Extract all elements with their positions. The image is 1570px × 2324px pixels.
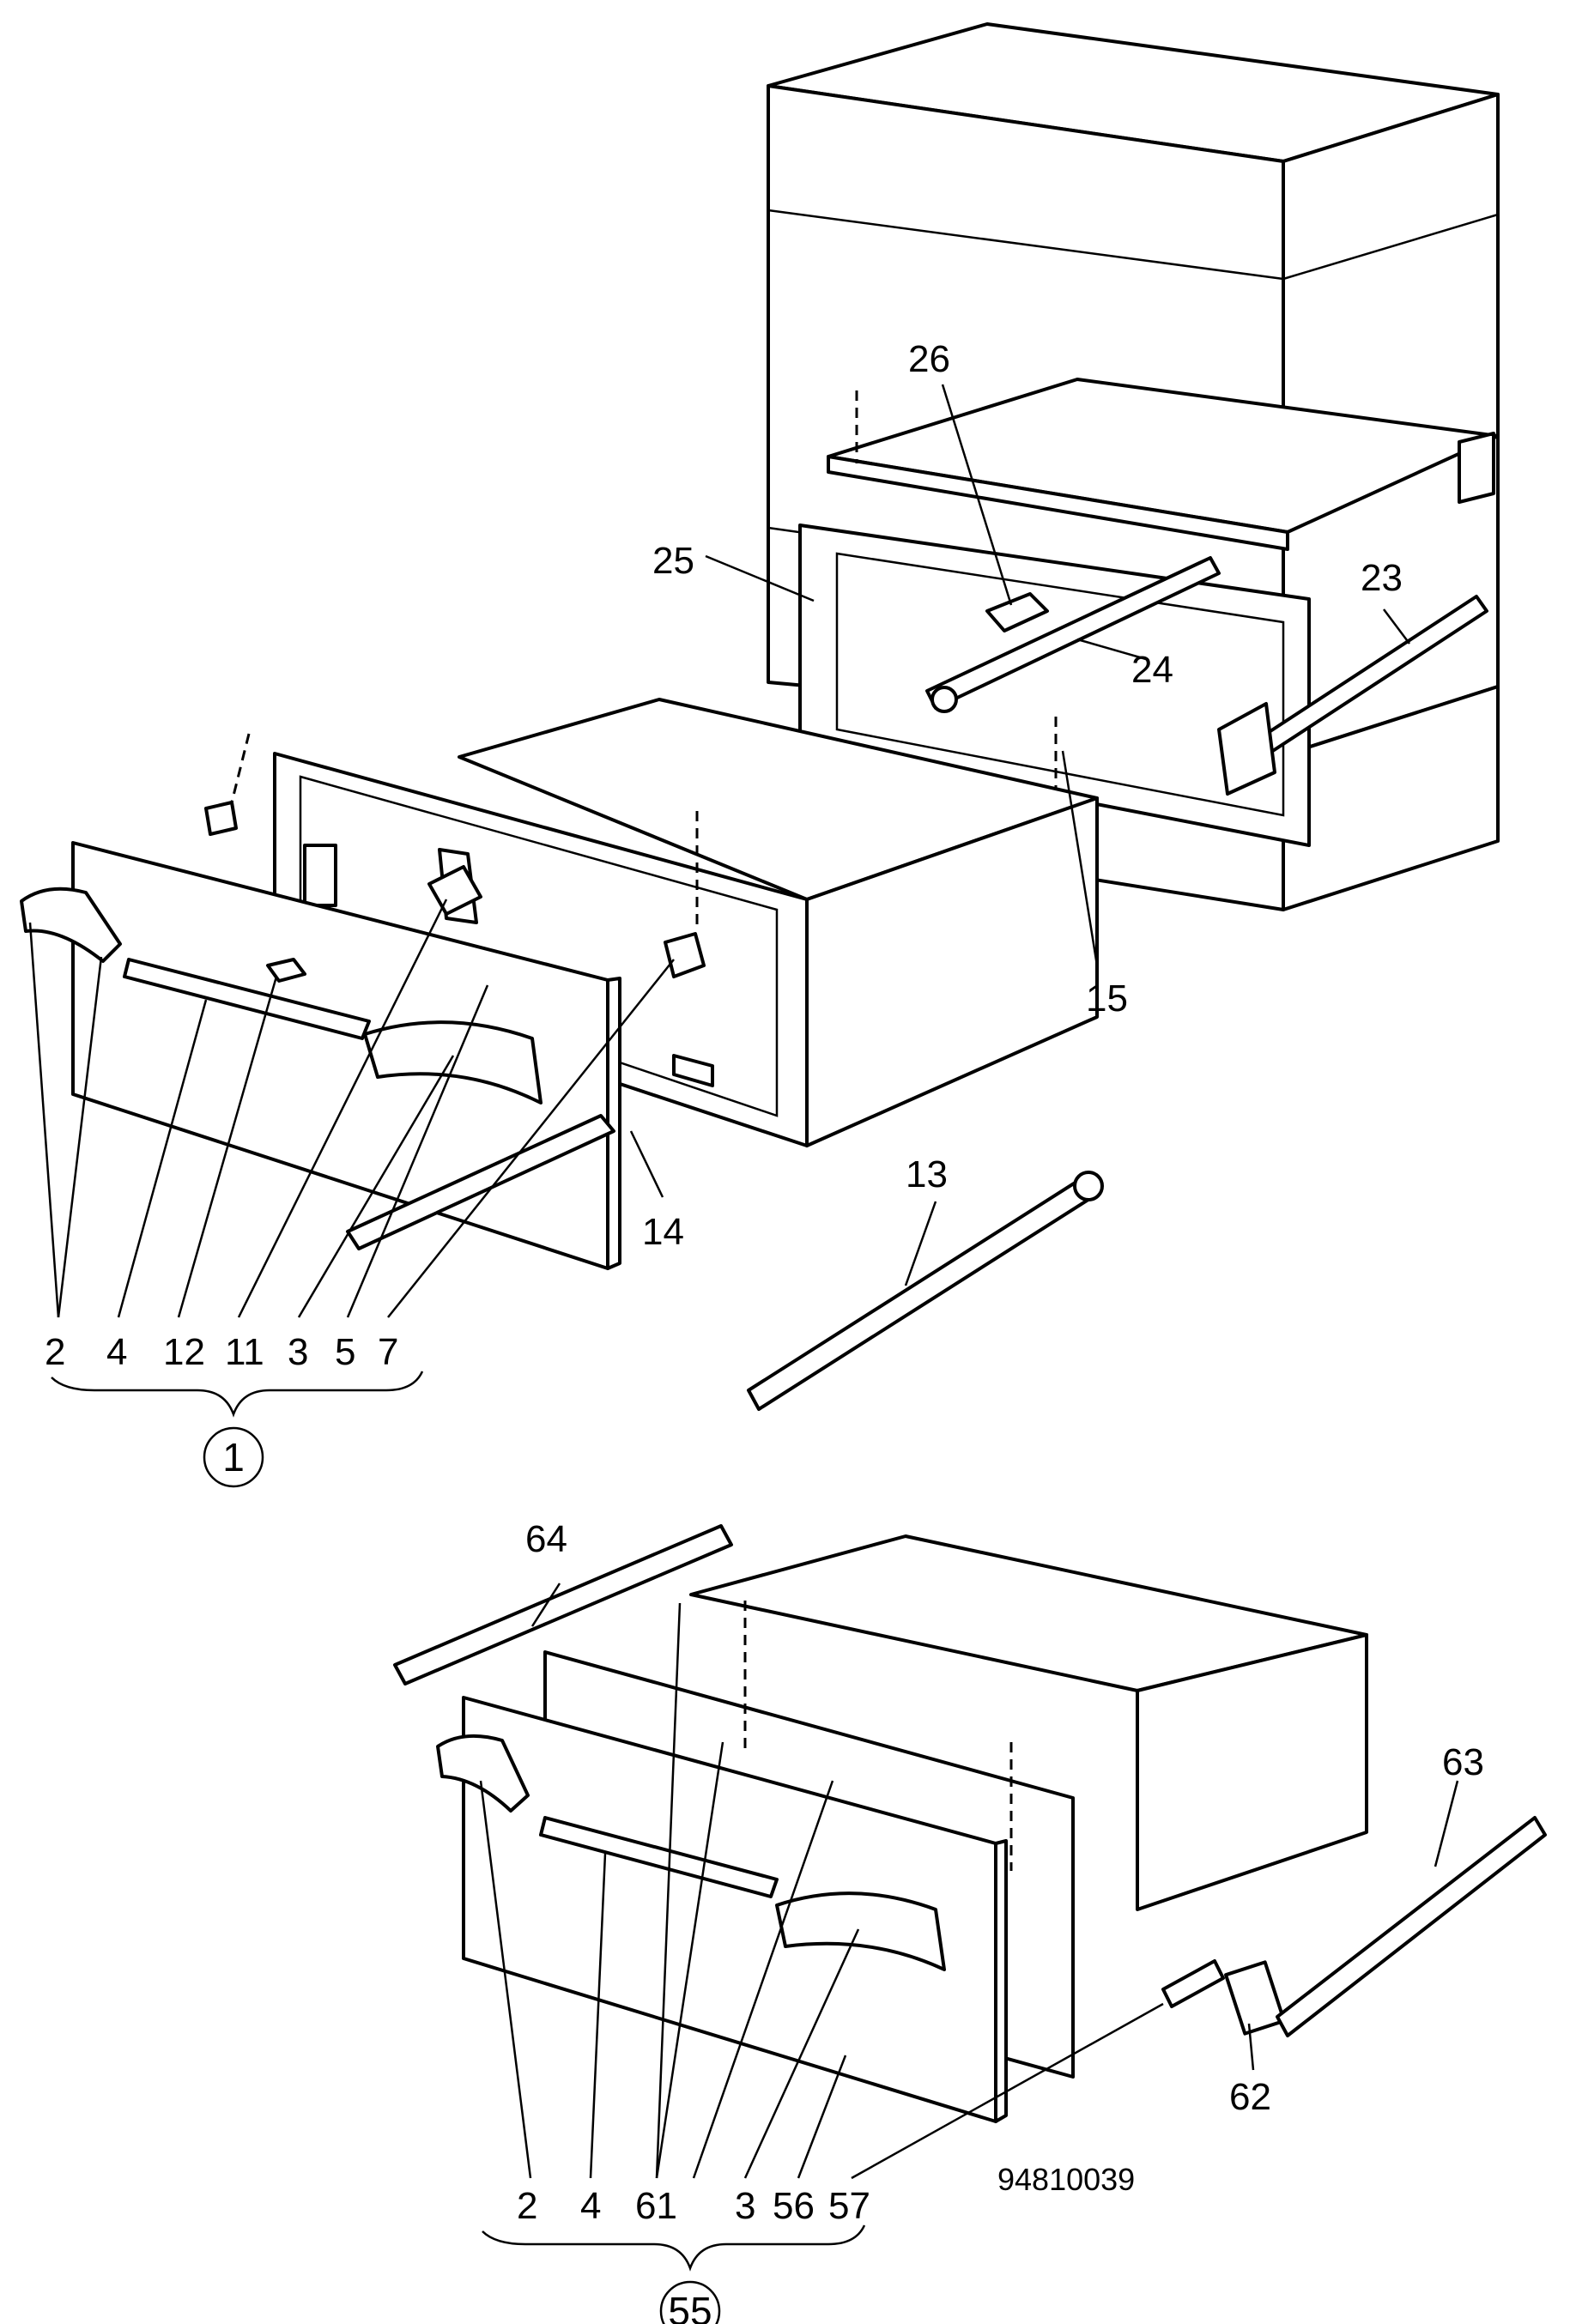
callout-62: 62 [1229, 2076, 1271, 2118]
callout-13: 13 [906, 1153, 948, 1195]
bar-4-lower [539, 1816, 779, 1898]
group-label-55: 55 [668, 2289, 712, 2324]
rail-23 [1217, 595, 1488, 796]
group-bracket-1 [51, 1371, 424, 1418]
callout-23: 23 [1361, 557, 1403, 599]
rail-64 [393, 1524, 733, 1686]
lower-row-label: 61 [635, 2185, 677, 2227]
lower-drawer-body [462, 1534, 1368, 2123]
callout-25: 25 [652, 540, 694, 582]
group-circle-55 [659, 2280, 721, 2324]
lower-row-label: 56 [773, 2185, 815, 2227]
upper-row-label: 4 [106, 1331, 127, 1373]
handle-3-upper [363, 1020, 543, 1105]
upper-row-label: 11 [225, 1331, 264, 1373]
handle-3-lower [775, 1891, 946, 1971]
bar-4-upper [123, 958, 371, 1040]
group-label-1: 1 [222, 1435, 245, 1480]
rail-63 [1276, 1816, 1547, 2037]
clip-11-upper [427, 865, 482, 916]
button-12-upper [266, 958, 306, 983]
leader-lines [28, 384, 1459, 2180]
reference-number: 94810039 [997, 2162, 1135, 2197]
handle-2-upper [20, 887, 122, 963]
upper-row-label: 7 [378, 1331, 398, 1373]
lower-support-14 [346, 1114, 615, 1250]
group-circle-1 [203, 1426, 264, 1488]
upper-row-label: 5 [335, 1331, 355, 1373]
inner-shelf [827, 378, 1500, 551]
callout-15: 15 [1086, 977, 1128, 1020]
upper-callouts: 26 25 23 24 15 13 14 2 4 12 11 3 5 7 1 [45, 338, 1403, 1480]
upper-row-label: 12 [163, 1331, 205, 1373]
upper-row-label: 2 [45, 1331, 65, 1373]
clip-7-upper [204, 801, 706, 978]
callout-26: 26 [908, 338, 950, 380]
callout-14: 14 [642, 1211, 684, 1253]
handle-2-lower [436, 1734, 530, 1813]
bracket-26 [985, 592, 1049, 632]
lower-row-label: 4 [580, 2185, 601, 2227]
callout-64: 64 [525, 1518, 567, 1560]
slide-rail-13 [747, 1171, 1104, 1411]
callout-24: 24 [1131, 649, 1173, 691]
slide-rail-24 [925, 556, 1221, 713]
upper-row-label: 3 [288, 1331, 308, 1373]
lower-row-label: 57 [828, 2185, 870, 2227]
lower-row-label: 2 [517, 2185, 537, 2227]
group-bracket-55 [482, 2224, 866, 2272]
bracket-62 [1161, 1959, 1286, 2036]
lower-row-label: 3 [735, 2185, 755, 2227]
upper-drawer-body [273, 698, 1099, 1147]
callout-63: 63 [1442, 1741, 1484, 1783]
lower-callouts: 64 63 62 2 4 61 3 56 57 55 [517, 1518, 1484, 2324]
